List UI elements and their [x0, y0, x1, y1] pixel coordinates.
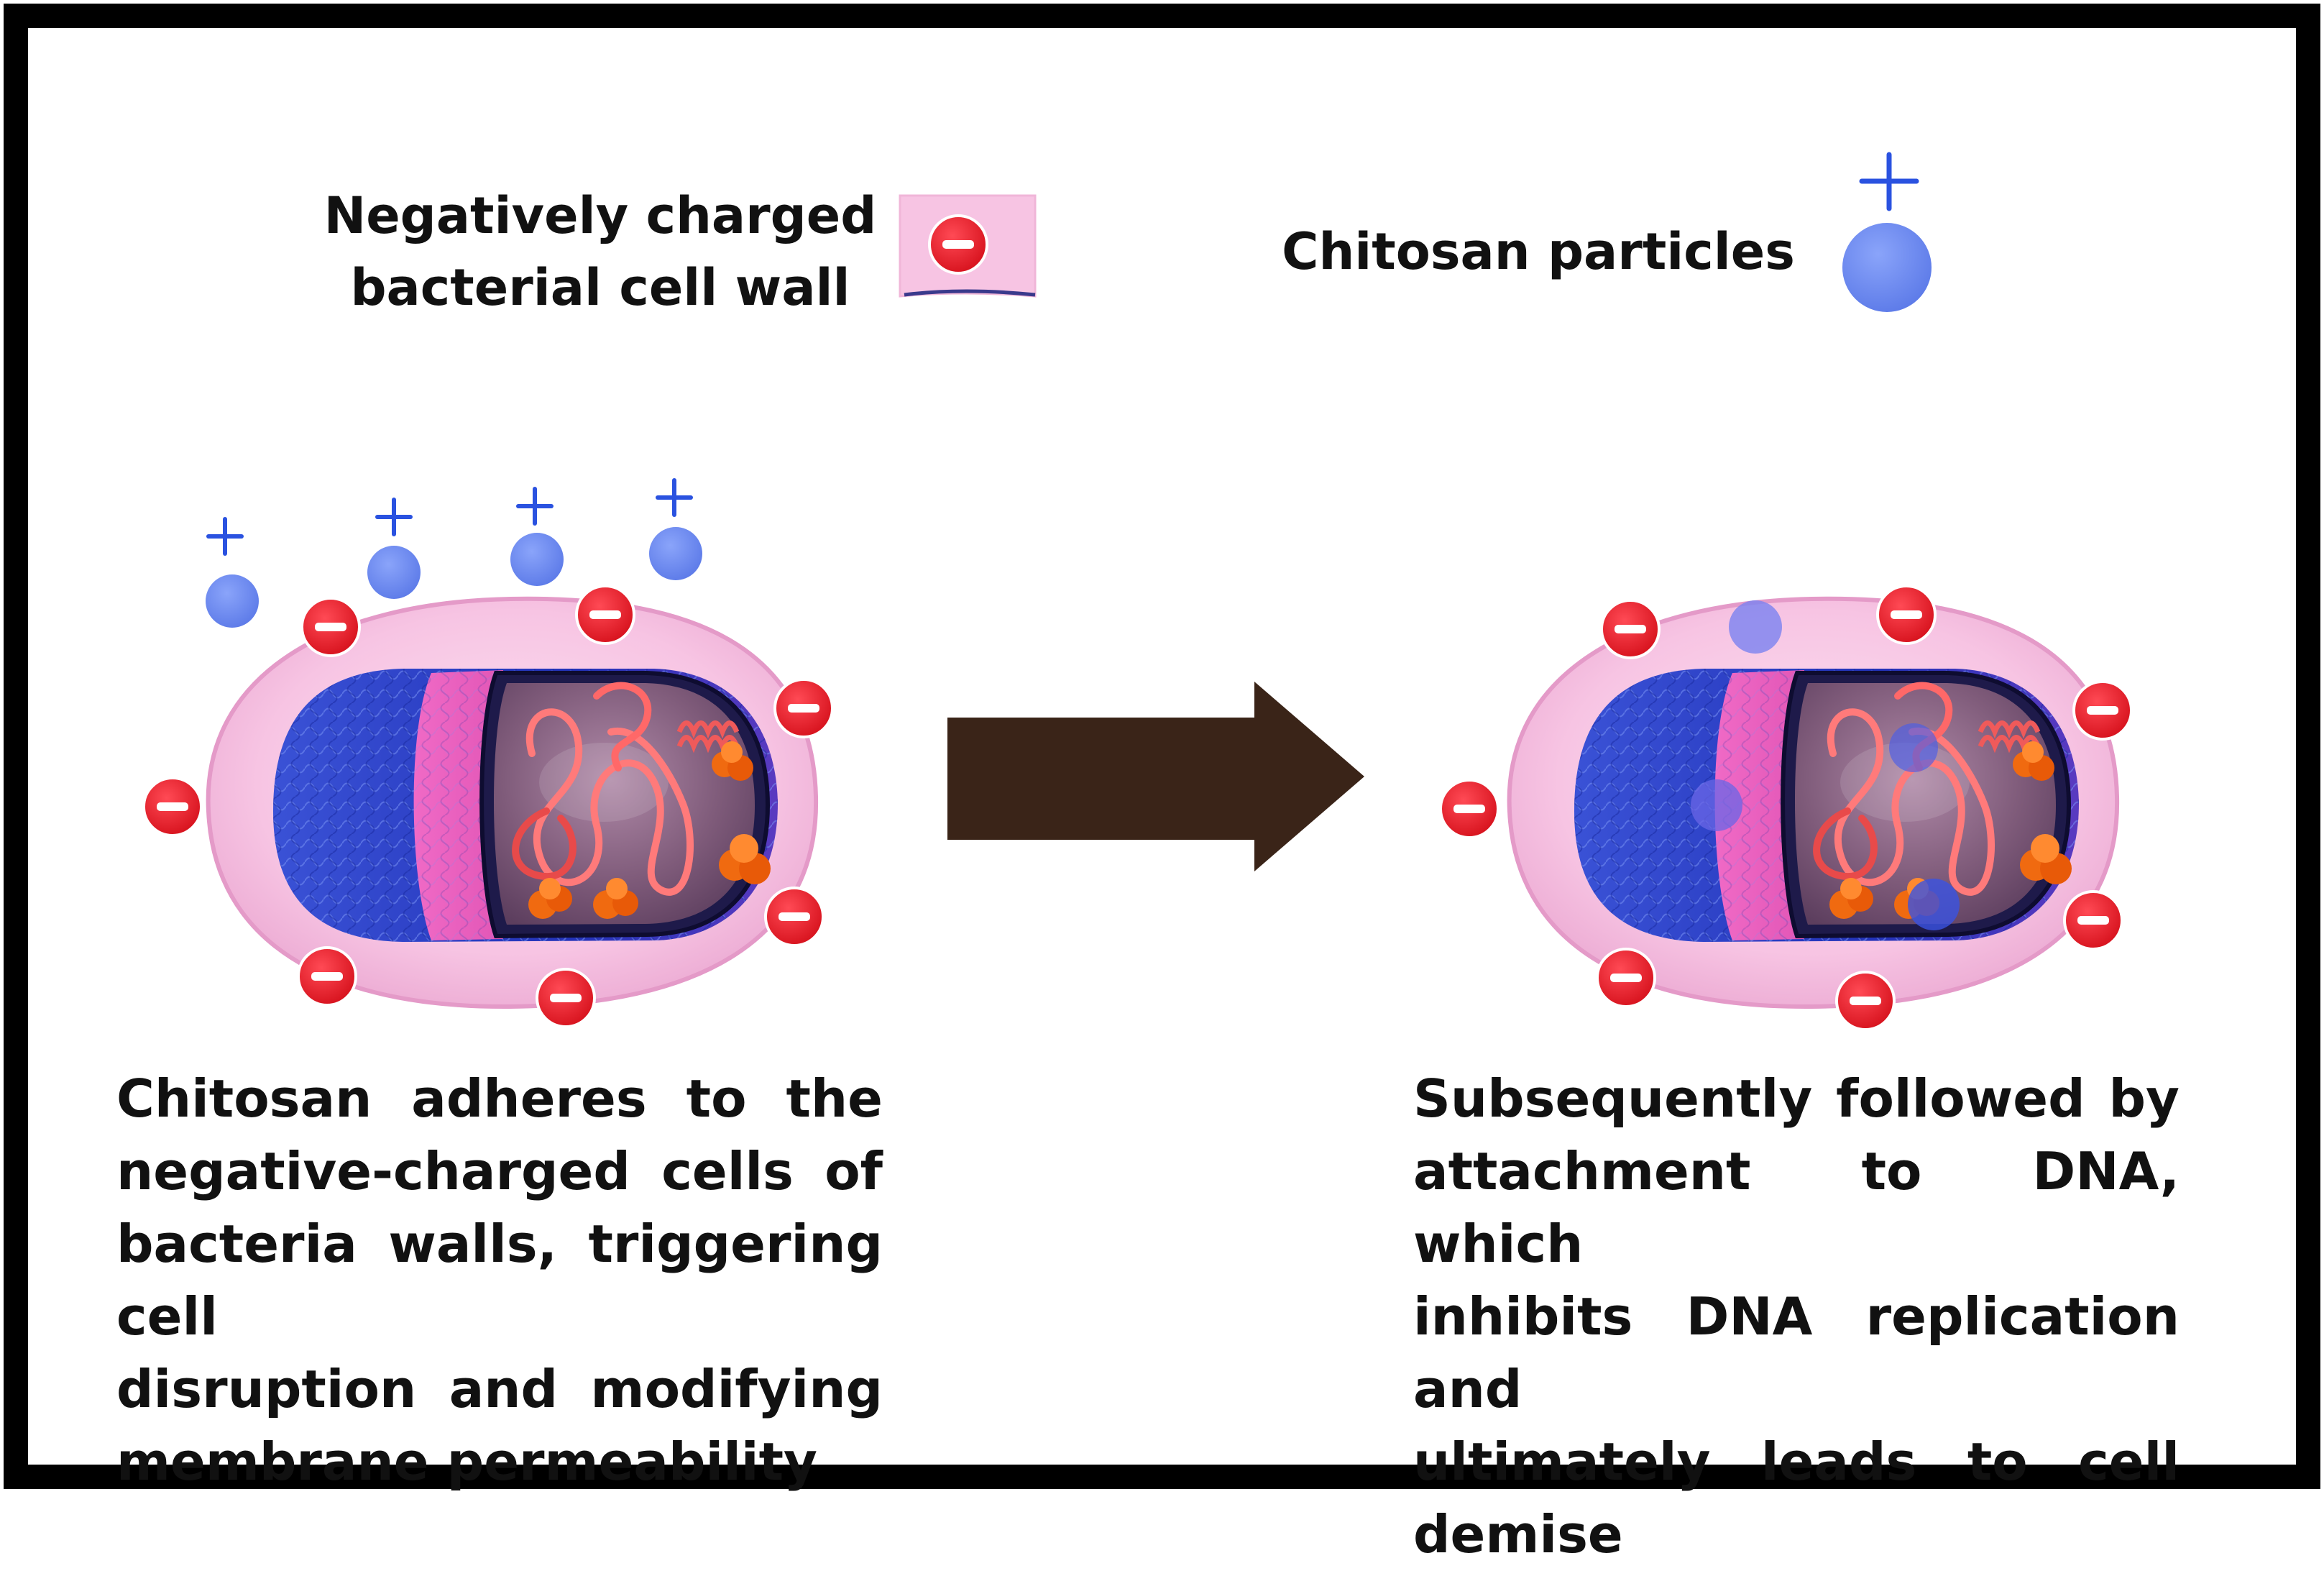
caption-right: Subsequently followed by attachment to D…: [1413, 1063, 2180, 1571]
caption-right-line-5: demise: [1413, 1504, 1623, 1565]
legend-chitosan-label: Chitosan particles: [1282, 222, 1795, 281]
minus-icon: [2072, 680, 2133, 741]
minus-icon: [2063, 890, 2123, 951]
caption-left: Chitosan adheres to the negative-charged…: [116, 1063, 883, 1498]
caption-left-line-4: disruption and modifying: [116, 1359, 883, 1419]
caption-right-line-1: Subsequently followed by: [1413, 1068, 2180, 1129]
minus-icon: [773, 678, 834, 738]
legend-chitosan-particle: [1842, 152, 1932, 312]
bacterium-left: [208, 599, 817, 1007]
legend-cell-wall-label-line-1: Negatively charged: [323, 186, 877, 245]
caption-left-line-5: membrane permeability: [116, 1432, 817, 1492]
right-chitosan-particles: [1691, 600, 1960, 930]
caption-right-line-4: ultimately leads to cell: [1413, 1432, 2180, 1492]
caption-right-line-3: inhibits DNA replication and: [1413, 1286, 2180, 1419]
caption-left-line-3: bacteria walls, triggering cell: [116, 1214, 883, 1347]
minus-icon: [142, 777, 203, 837]
bacterium-cell-icon: [208, 599, 817, 1007]
minus-icon: [1600, 599, 1661, 659]
diagram-canvas: [4, 4, 2320, 1489]
minus-icon: [1835, 971, 1896, 1031]
minus-icon: [297, 946, 357, 1007]
minus-icon: [1439, 779, 1499, 839]
minus-icon: [764, 887, 825, 947]
minus-icon: [575, 585, 635, 645]
legend-cell-wall-label: Negatively charged bacterial cell wall: [323, 180, 877, 324]
bacterium-cell-icon: [1510, 599, 2118, 1007]
caption-left-line-2: negative-charged cells of: [116, 1141, 883, 1201]
right-arrow-icon: [947, 682, 1364, 871]
legend-cell-wall-swatch: [899, 194, 1037, 298]
minus-icon: [536, 968, 596, 1028]
legend-cell-wall-label-line-2: bacterial cell wall: [350, 258, 850, 317]
plus-icon: [1859, 152, 1919, 211]
chitosan-particle-icon: [1842, 223, 1932, 312]
minus-icon: [928, 214, 988, 275]
minus-icon: [1596, 948, 1656, 1008]
left-chitosan-particles: [206, 478, 702, 628]
minus-icon: [300, 597, 361, 657]
caption-left-line-1: Chitosan adheres to the: [116, 1068, 883, 1129]
caption-right-line-2: attachment to DNA, which: [1413, 1141, 2180, 1274]
bacterium-right: [1510, 599, 2118, 1007]
minus-icon: [1876, 585, 1937, 645]
